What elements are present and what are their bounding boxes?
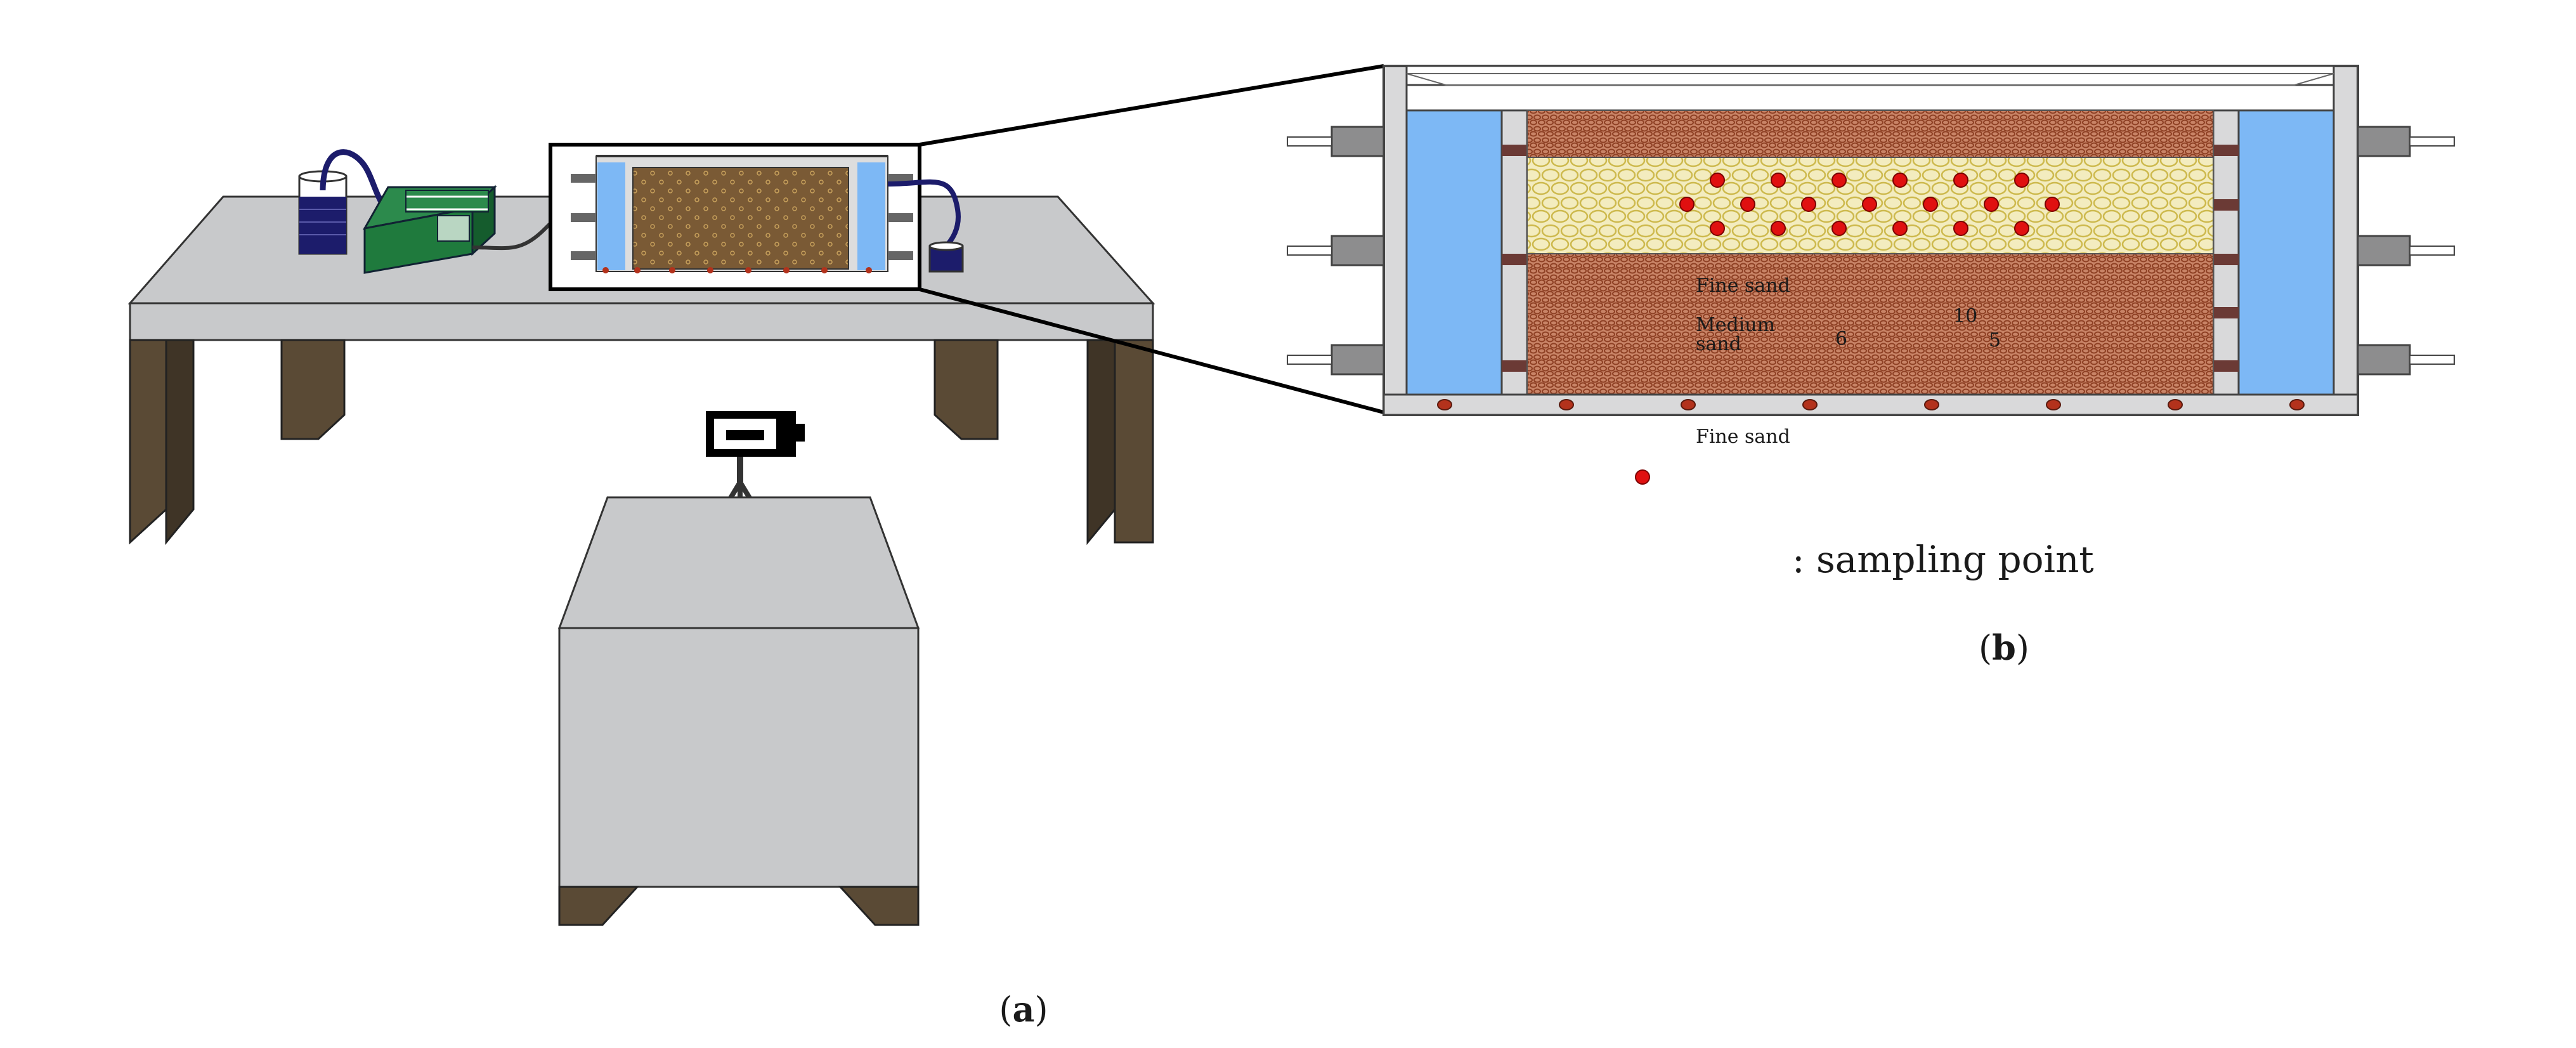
table-leg xyxy=(1086,339,1116,546)
mini-soil-tank xyxy=(549,143,921,291)
water-chamber-right xyxy=(2237,109,2335,396)
sampling-point xyxy=(1771,173,1786,188)
table-leg xyxy=(1114,339,1154,544)
panel-a: (a) xyxy=(127,64,1384,1030)
tube-icon xyxy=(887,179,961,249)
piezometer-tubes-left xyxy=(1287,126,1385,376)
legend-sampling-point-label: : sampling point xyxy=(1792,538,2094,581)
outflow-point xyxy=(1437,399,1452,410)
sampling-point xyxy=(1953,221,1968,236)
sampling-point xyxy=(1801,197,1816,212)
sampling-point xyxy=(1984,197,1999,212)
outflow-point xyxy=(1681,399,1696,410)
sampling-point xyxy=(1710,221,1725,236)
sampling-point xyxy=(2014,221,2029,236)
sampling-point xyxy=(1771,221,1786,236)
sampling-point xyxy=(1831,221,1847,236)
camera-icon xyxy=(706,411,805,457)
table-leg xyxy=(165,339,195,546)
label-fine-sand-bottom: Fine sand xyxy=(1696,426,1790,448)
fine-sand-bottom-layer xyxy=(1526,253,2214,395)
tank-lid xyxy=(1405,65,2335,112)
caption-paren: ( xyxy=(999,990,1012,1030)
outflow-point xyxy=(1802,399,1818,410)
outflow-point xyxy=(2289,399,2305,410)
panel-b-caption: (b) xyxy=(1979,627,2029,668)
sampling-point xyxy=(1831,173,1847,188)
water-chamber-left xyxy=(1405,109,1503,396)
legend-sampling-point-icon xyxy=(1635,469,1650,485)
fine-sand-top-layer xyxy=(1526,110,2214,158)
panel-b: Fine sand Medium sand Fine sand 10 6 5 :… xyxy=(1287,65,2455,668)
outflow-point xyxy=(1924,399,1939,410)
outflow-points xyxy=(1437,399,2305,410)
zoom-line xyxy=(919,287,1384,414)
sampling-point xyxy=(1862,197,1877,212)
tank-lid-bevel xyxy=(1406,73,2334,86)
sampling-point xyxy=(1679,197,1695,212)
table-front-edge xyxy=(129,302,1154,341)
sampling-point xyxy=(1923,197,1938,212)
pump-icon xyxy=(363,185,497,274)
point-number-5: 5 xyxy=(1989,329,2001,351)
zoom-line xyxy=(919,64,1384,147)
sampling-point xyxy=(1953,173,1968,188)
outflow-point xyxy=(2168,399,2183,410)
plate-slots xyxy=(1502,145,2239,372)
sampling-points xyxy=(1679,173,2060,236)
caption-paren: ) xyxy=(2016,628,2029,668)
sampling-point xyxy=(1892,173,1908,188)
caption-letter: b xyxy=(1992,627,2016,668)
label-medium-sand: Medium xyxy=(1696,314,1775,336)
caption-paren: ) xyxy=(1035,990,1048,1030)
label-medium-sand: sand xyxy=(1696,333,1741,355)
table-leg xyxy=(129,339,167,545)
piezometer-tubes-right xyxy=(2357,126,2455,376)
table-leg xyxy=(933,339,999,440)
camera-pedestal xyxy=(557,496,920,926)
tank-bottom xyxy=(1382,393,2359,416)
point-number-6: 6 xyxy=(1835,328,1847,350)
sampling-point xyxy=(1892,221,1908,236)
sampling-point xyxy=(1740,197,1755,212)
outflow-point xyxy=(1559,399,1574,410)
point-number-10: 10 xyxy=(1953,305,1977,327)
caption-paren: ( xyxy=(1979,628,1992,668)
sampling-point xyxy=(2014,173,2029,188)
beaker-icon xyxy=(928,241,964,273)
panel-a-caption: (a) xyxy=(999,989,1048,1030)
outflow-point xyxy=(2046,399,2061,410)
sampling-point xyxy=(2045,197,2060,212)
sampling-point xyxy=(1710,173,1725,188)
caption-letter: a xyxy=(1013,989,1035,1030)
table-leg xyxy=(280,339,346,440)
label-fine-sand-top: Fine sand xyxy=(1696,275,1790,297)
